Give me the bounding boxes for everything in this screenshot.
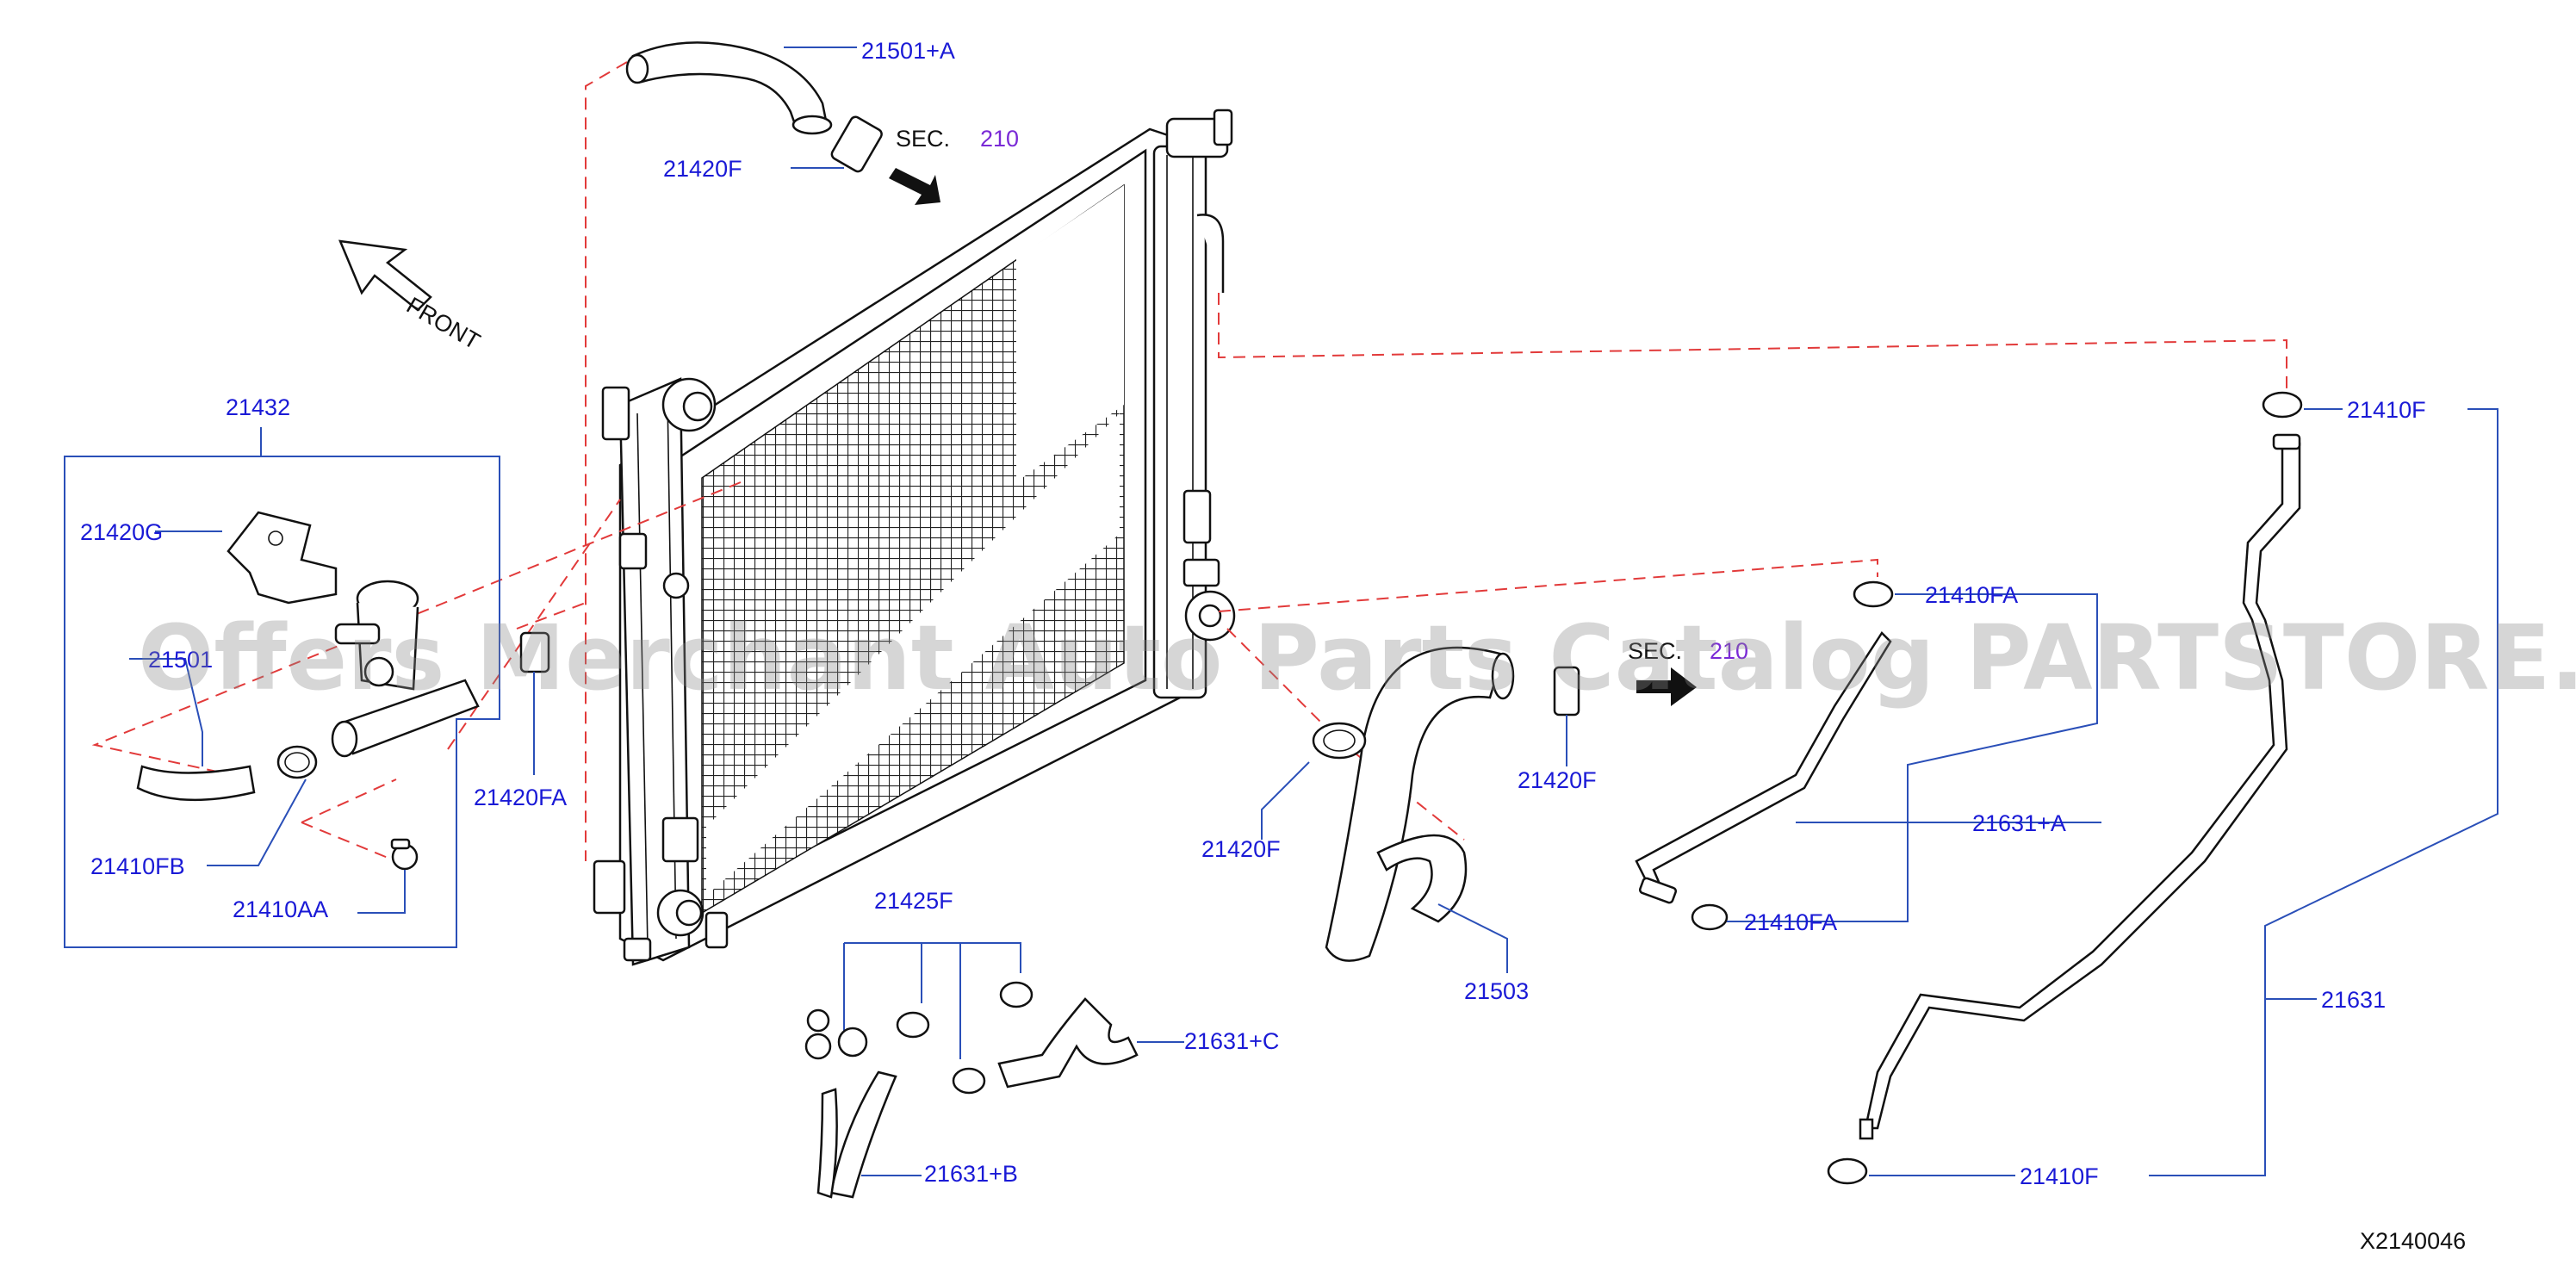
- label-21410f-bottom[interactable]: 21410F: [2020, 1163, 2099, 1189]
- sec-arrow-middle: [1636, 667, 1697, 706]
- label-21631[interactable]: 21631: [2321, 987, 2386, 1013]
- clamp-21420fa: [519, 631, 550, 775]
- front-arrow-icon: [338, 239, 432, 312]
- label-21631a[interactable]: 21631+A: [1972, 810, 2066, 836]
- watermark: Offers Merchant Auto Parts Catalog PARTS…: [138, 605, 2576, 710]
- label-21432[interactable]: 21432: [226, 394, 290, 420]
- diagram-code: X2140046: [2360, 1228, 2466, 1254]
- upper-hose-21501a: [625, 41, 883, 173]
- reservoir-pipe-21631: [1827, 391, 2498, 1185]
- label-21420f-right[interactable]: 21420F: [1518, 767, 1597, 793]
- label-21410fb[interactable]: 21410FB: [90, 853, 185, 879]
- sec-prefix-top: SEC.: [896, 126, 950, 152]
- front-label: FRONT: [402, 292, 485, 354]
- label-21410fa-top[interactable]: 21410FA: [1925, 582, 2018, 608]
- label-21503[interactable]: 21503: [1464, 978, 1529, 1004]
- sec-prefix-middle: SEC.: [1628, 638, 1682, 664]
- lower-hose-21503: [1261, 646, 1580, 973]
- label-21631b[interactable]: 21631+B: [924, 1161, 1018, 1187]
- sec-number-middle[interactable]: 210: [1710, 638, 1748, 664]
- label-21420g[interactable]: 21420G: [80, 519, 163, 545]
- section-reference-top: SEC. 210: [889, 126, 1019, 205]
- water-outlet-kit-21432: [64, 427, 500, 948]
- label-21425f[interactable]: 21425F: [874, 888, 953, 914]
- label-21501a[interactable]: 21501+A: [861, 38, 955, 64]
- label-21420f-middle[interactable]: 21420F: [1201, 836, 1281, 862]
- front-direction-indicator: FRONT: [338, 239, 485, 355]
- radiator-assembly: [593, 109, 1236, 966]
- sec-number-top[interactable]: 210: [980, 126, 1019, 152]
- label-21501[interactable]: 21501: [148, 647, 213, 673]
- section-reference-middle: SEC. 210: [1628, 638, 1748, 706]
- label-21410fa-bottom[interactable]: 21410FA: [1744, 909, 1837, 935]
- label-21410aa[interactable]: 21410AA: [233, 896, 328, 922]
- reservoir-hose-21631a: [1635, 580, 2101, 931]
- label-21420fa[interactable]: 21420FA: [474, 785, 567, 810]
- part-labels: 21501+A 21420F 21432 21420G 21501 21410F…: [80, 38, 2426, 1189]
- sec-arrow-top: [889, 168, 940, 205]
- label-21410f-top[interactable]: 21410F: [2347, 397, 2426, 423]
- label-21420f-top[interactable]: 21420F: [663, 156, 742, 182]
- small-hoses-21425f: [804, 942, 1184, 1199]
- label-21631c[interactable]: 21631+C: [1184, 1028, 1279, 1054]
